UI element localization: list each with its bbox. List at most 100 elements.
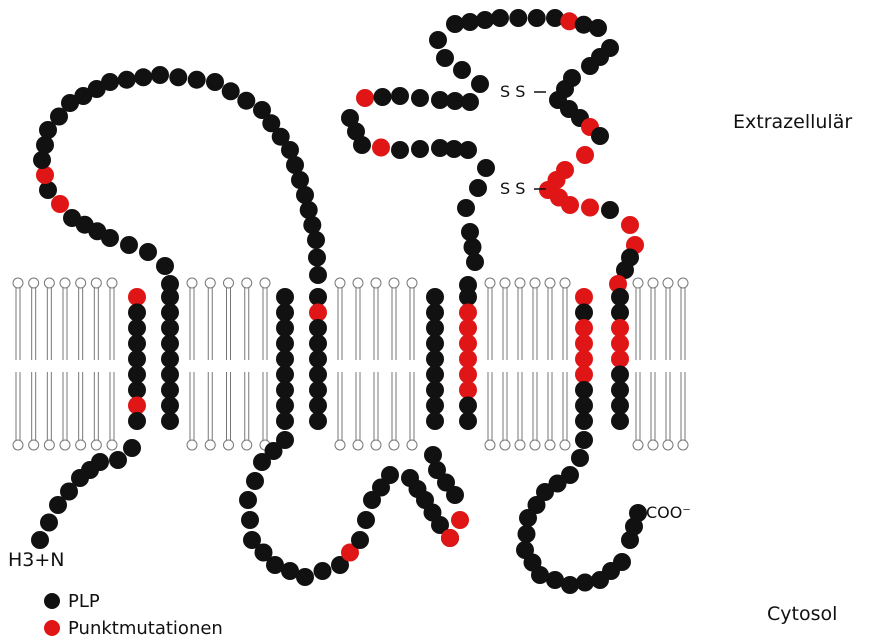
c-terminus-label: COO⁻ [646, 503, 691, 522]
residue [575, 304, 593, 322]
residue [519, 509, 537, 527]
lipid-head [633, 278, 643, 288]
residue [457, 199, 475, 217]
mutation-residue [575, 350, 593, 368]
residue [426, 350, 444, 368]
mutation-residue [459, 350, 477, 368]
mutation-residue [611, 350, 629, 368]
lipid-head [60, 440, 70, 450]
mutation-residue [581, 199, 599, 217]
legend-label-plp: PLP [68, 591, 100, 612]
residue [206, 73, 224, 91]
mutation-residue [441, 529, 459, 547]
residue [411, 140, 429, 158]
lipid-head [107, 440, 117, 450]
residue [237, 92, 255, 110]
residue [374, 88, 392, 106]
mutation-residue [621, 216, 639, 234]
residue [464, 238, 482, 256]
lipid-head [485, 440, 495, 450]
lipid-head [353, 278, 363, 288]
mutation-residue [309, 304, 327, 322]
residue [453, 61, 471, 79]
residue [161, 335, 179, 353]
lipid-head [353, 440, 363, 450]
mutation-residue [575, 366, 593, 384]
residue [461, 223, 479, 241]
residue [128, 335, 146, 353]
residue [469, 179, 487, 197]
residue [459, 412, 477, 430]
residue [276, 412, 294, 430]
residue [161, 397, 179, 415]
lipid-head [371, 440, 381, 450]
mutation-residue [459, 381, 477, 399]
disulfide-label-bottom: S S [500, 179, 525, 198]
residue [351, 531, 369, 549]
residue [461, 93, 479, 111]
lipid-head [13, 278, 23, 288]
residue [601, 201, 619, 219]
residue [426, 304, 444, 322]
residue [91, 453, 109, 471]
residue [128, 412, 146, 430]
protein-chain [31, 9, 647, 594]
residue [571, 449, 589, 467]
lipid-head [91, 278, 101, 288]
residue [151, 66, 169, 84]
residue [309, 381, 327, 399]
residue [109, 451, 127, 469]
residue [611, 381, 629, 399]
residue [357, 511, 375, 529]
lipid-head [515, 440, 525, 450]
residue [391, 87, 409, 105]
residue [611, 412, 629, 430]
residue [63, 209, 81, 227]
mutation-residue [459, 304, 477, 322]
residue [528, 9, 546, 27]
residue [156, 257, 174, 275]
residue [128, 319, 146, 337]
residue [276, 288, 294, 306]
residue [575, 397, 593, 415]
disulfide-label-top: S S [500, 82, 525, 101]
residue [134, 68, 152, 86]
residue [276, 335, 294, 353]
residue [611, 288, 629, 306]
residue [276, 319, 294, 337]
residue [426, 397, 444, 415]
mutation-residue [451, 511, 469, 529]
mutation-residue [459, 335, 477, 353]
residue [309, 266, 327, 284]
residue [629, 504, 647, 522]
lipid-head [663, 278, 673, 288]
mutation-residue [611, 319, 629, 337]
residue [509, 9, 527, 27]
residue [575, 381, 593, 399]
residue [459, 397, 477, 415]
residue [241, 511, 259, 529]
lipid-head [545, 278, 555, 288]
residue [276, 381, 294, 399]
residue [309, 412, 327, 430]
residue [308, 249, 326, 267]
residue [459, 276, 477, 294]
legend-marker-mutation [44, 620, 60, 636]
residue [161, 319, 179, 337]
residue [128, 350, 146, 368]
residue [429, 31, 447, 49]
lipid-head [678, 278, 688, 288]
lipid-head [663, 440, 673, 450]
residue [431, 139, 449, 157]
residue [246, 472, 264, 490]
lipid-head [389, 440, 399, 450]
lipid-head [242, 278, 252, 288]
mutation-residue [128, 397, 146, 415]
mutation-residue [372, 139, 390, 157]
residue [296, 568, 314, 586]
lipid-head [648, 278, 658, 288]
lipid-head [500, 440, 510, 450]
residue [128, 381, 146, 399]
lipid-head [560, 278, 570, 288]
